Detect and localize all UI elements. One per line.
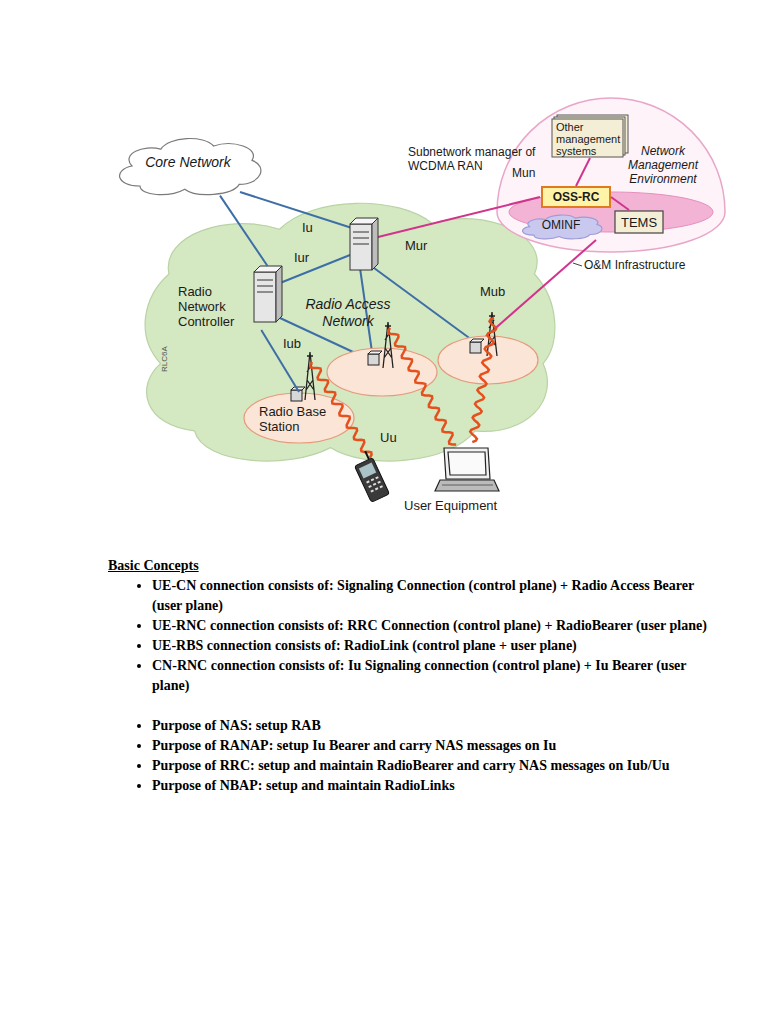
rnc-servers-part bbox=[372, 218, 378, 270]
device-label: User Equipment bbox=[404, 498, 497, 513]
ominf-cloud: OMINF bbox=[516, 208, 606, 242]
ominf-cloud-outline bbox=[522, 215, 602, 239]
rnc-servers-part bbox=[353, 244, 369, 245]
concept-bullet: Purpose of RRC: setup and maintain Radio… bbox=[152, 756, 712, 776]
node-text: OMINF bbox=[542, 218, 581, 232]
laptop-part bbox=[435, 480, 499, 491]
rbs-cell-outline bbox=[244, 393, 354, 443]
concept-bullet: UE-RBS connection consists of: RadioLink… bbox=[152, 636, 712, 656]
node-text: TEMS bbox=[621, 215, 657, 230]
node-text: Network Management Environment bbox=[620, 144, 706, 186]
cell-areas-part bbox=[327, 348, 437, 396]
rnc-node: Radio Network Controller bbox=[176, 264, 280, 330]
mobile-phone-part bbox=[354, 458, 389, 503]
ran-cloud-outline bbox=[145, 203, 555, 461]
rnc-servers-part bbox=[254, 272, 276, 322]
laptop bbox=[435, 448, 499, 491]
callout-note: O&M Infrastructure bbox=[584, 258, 685, 272]
node-text: Core Network bbox=[145, 154, 231, 170]
concept-bullet: Purpose of RANAP: setup Iu Bearer and ca… bbox=[152, 736, 712, 756]
interface-label: Mur bbox=[405, 238, 427, 253]
concept-bullet: Purpose of NAS: setup RAB bbox=[152, 716, 712, 736]
edge-label: Iub bbox=[283, 336, 301, 351]
concept-bullet: UE-RNC connection consists of: RRC Conne… bbox=[152, 616, 712, 636]
core-network-cloud-outline bbox=[120, 139, 261, 195]
interface-label: Uu bbox=[380, 430, 397, 445]
mobile-phone-part bbox=[377, 481, 381, 484]
rbs-units-part bbox=[368, 354, 379, 365]
interface-label: Iu bbox=[302, 220, 313, 235]
om-lines-part bbox=[573, 263, 582, 266]
rnc-servers-part bbox=[276, 266, 282, 322]
node-text: Radio Base Station bbox=[259, 404, 339, 434]
figure-code: RLC6A bbox=[160, 346, 169, 372]
laptop-part bbox=[448, 452, 486, 475]
mobile-phone-part bbox=[379, 485, 383, 488]
ran-cloud-shape bbox=[135, 190, 560, 470]
rbs-units-part bbox=[470, 342, 481, 353]
section-heading: Basic Concepts bbox=[108, 556, 199, 576]
node-text: Other management systems bbox=[556, 121, 624, 157]
rbs-units-part bbox=[368, 351, 382, 354]
interface-label: Iur bbox=[294, 250, 309, 265]
mobile-phone-part bbox=[368, 485, 372, 488]
mobile-phone-part bbox=[371, 478, 375, 481]
rnc-servers-part bbox=[353, 232, 369, 233]
edge-label: Mun bbox=[512, 166, 535, 180]
laptop-part bbox=[444, 448, 490, 479]
management-dome-outline bbox=[497, 98, 725, 252]
mobile-phone-part bbox=[359, 463, 376, 479]
concept-bullet: Purpose of NBAP: setup and maintain Radi… bbox=[152, 776, 712, 796]
mobile-phone-part bbox=[375, 487, 379, 490]
concept-bullet: UE-CN connection consists of: Signaling … bbox=[152, 576, 712, 616]
mobile-phone-part bbox=[373, 483, 377, 486]
node-text: OSS-RC bbox=[553, 190, 600, 204]
rbs-units-part bbox=[470, 339, 484, 342]
oss-rc-box: OSS-RC bbox=[541, 186, 611, 208]
rnc-servers-part bbox=[350, 224, 372, 270]
rnc-servers-part bbox=[257, 280, 273, 281]
interface-label: Mub bbox=[480, 284, 505, 299]
node-text: Radio Network Controller bbox=[178, 284, 252, 329]
node-text: Radio Access Network bbox=[298, 296, 398, 330]
rbs-cell: Radio Base Station bbox=[243, 392, 355, 444]
rnc-servers-part bbox=[257, 292, 273, 293]
ran-cloud: Radio Access Network Radio Network Contro… bbox=[135, 190, 560, 470]
core-network-cloud: Core Network bbox=[108, 122, 268, 202]
rbs-units-part bbox=[291, 390, 302, 401]
laptop-part bbox=[442, 485, 493, 486]
tems-box-outline bbox=[615, 211, 663, 233]
tems-box: TEMS bbox=[614, 210, 664, 234]
concept-list: UE-CN connection consists of: Signaling … bbox=[108, 576, 712, 796]
rnc-servers-part bbox=[257, 286, 273, 287]
rnc-servers-part bbox=[353, 238, 369, 239]
concept-bullet: CN-RNC connection consists of: Iu Signal… bbox=[152, 656, 712, 696]
mobile-phone-part bbox=[370, 489, 374, 492]
mobile-phone-part bbox=[366, 480, 370, 483]
system-box-outline bbox=[552, 119, 623, 157]
oss-rc-box-outline bbox=[542, 187, 610, 207]
system-box: Other management systems bbox=[551, 114, 629, 158]
mobile-phone-part bbox=[375, 476, 379, 479]
